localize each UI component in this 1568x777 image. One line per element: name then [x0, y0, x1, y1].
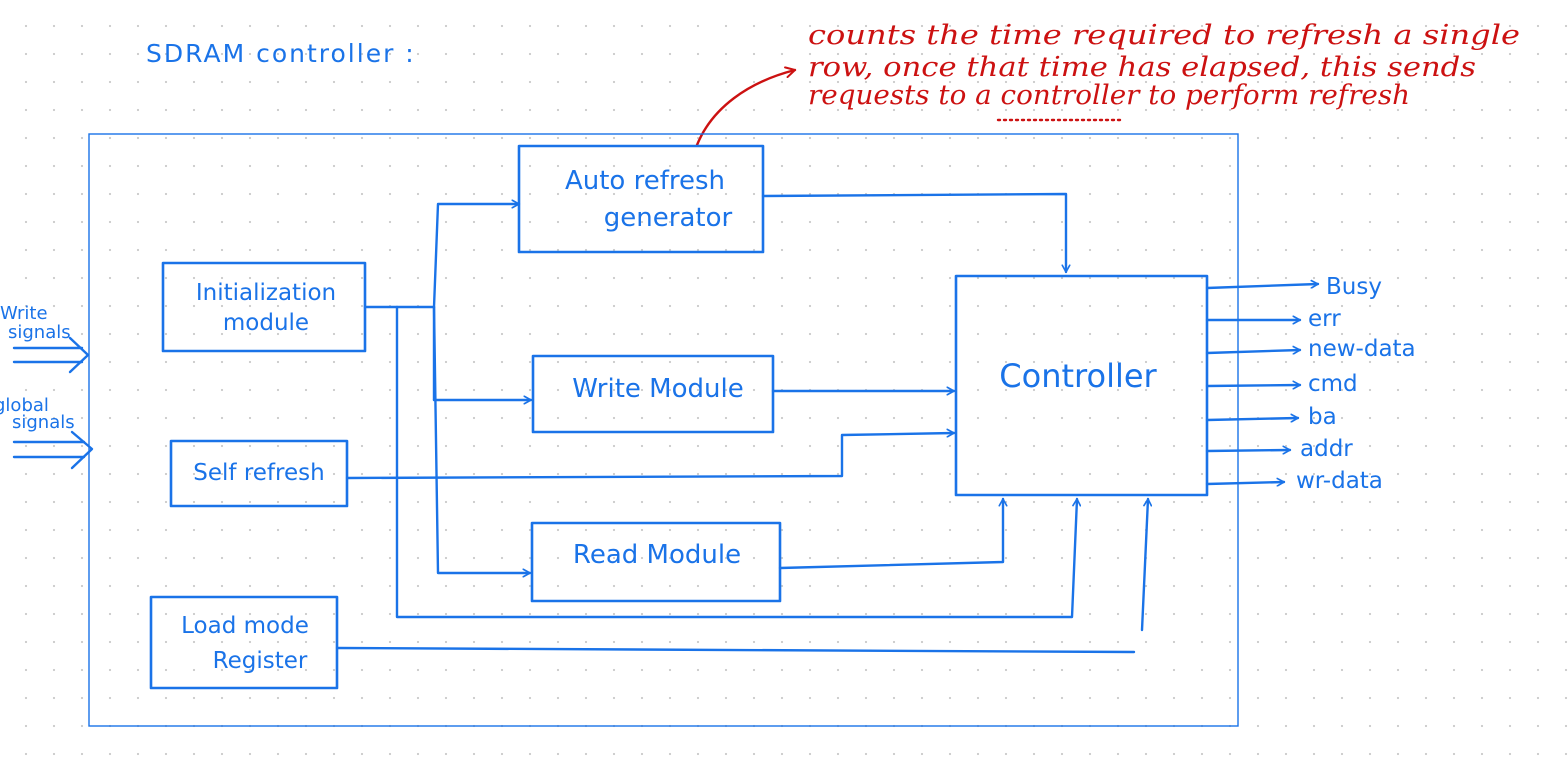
- global-signals-label-2: signals: [12, 412, 75, 433]
- global-signals-arrow: [12, 430, 94, 470]
- self-refresh-block: Self refresh: [169, 439, 349, 508]
- output-label-addr: addr: [1300, 436, 1353, 462]
- load-mode-wire: [335, 646, 1136, 654]
- read-module-label: Read Module: [573, 540, 741, 570]
- read-module-block: Read Module: [530, 521, 782, 603]
- controller-block: Controller: [954, 274, 1209, 497]
- output-label-err: err: [1308, 306, 1341, 332]
- write-signals-label-1: Write: [0, 303, 48, 324]
- output-busy-wire: [1205, 284, 1320, 290]
- annotation-note: counts the time required to refresh a si…: [695, 20, 1520, 147]
- bus-to-read-wire: [432, 305, 532, 573]
- self-refresh-label: Self refresh: [193, 460, 324, 486]
- auto-refresh-to-controller-wire: [761, 192, 1066, 274]
- output-label-busy: Busy: [1326, 274, 1382, 300]
- output-new-data-wire: [1205, 350, 1302, 353]
- auto-refresh-label-2: generator: [604, 203, 733, 233]
- annotation-arrow: [695, 66, 797, 147]
- load-mode-label-2: Register: [213, 648, 308, 674]
- write-module-block: Write Module: [531, 354, 775, 434]
- initialization-module-label-1: Initialization: [196, 280, 336, 306]
- load-mode-label-1: Load mode: [181, 613, 309, 639]
- annotation-line-3: requests to a controller to perform refr…: [808, 80, 1410, 111]
- output-label-ba: ba: [1308, 404, 1337, 430]
- read-to-controller-wire: [778, 497, 1003, 570]
- bus-to-auto-refresh-wire: [432, 204, 521, 309]
- load-mode-register-block: Load mode Register: [149, 595, 339, 690]
- global-signals-label-1: global: [0, 395, 49, 416]
- annotation-line-2: row, once that time has elapsed, this se…: [808, 52, 1476, 83]
- write-signals-label-2: signals: [8, 322, 71, 343]
- initialization-module-label-2: module: [223, 310, 309, 336]
- output-label-cmd: cmd: [1308, 371, 1358, 397]
- write-module-label: Write Module: [572, 374, 743, 404]
- sdram-controller-frame: [88, 133, 1239, 727]
- auto-refresh-generator-block: Auto refresh generator: [517, 144, 765, 254]
- output-ba-wire: [1205, 418, 1300, 420]
- diagram-title: SDRAM controller :: [146, 39, 416, 68]
- write-signals-arrow: [12, 336, 90, 374]
- annotation-line-1: counts the time required to refresh a si…: [808, 20, 1520, 51]
- output-wr-data-wire: [1205, 482, 1286, 484]
- output-cmd-wire: [1205, 385, 1302, 386]
- self-refresh-to-controller-wire: [345, 433, 956, 480]
- initialization-module-block: Initialization module: [161, 261, 367, 353]
- output-label-wr-data: wr-data: [1296, 468, 1383, 494]
- wiring: [335, 192, 1320, 654]
- controller-label: Controller: [999, 357, 1157, 395]
- auto-refresh-label-1: Auto refresh: [565, 166, 725, 196]
- output-label-new-data: new-data: [1308, 336, 1416, 362]
- output-addr-wire: [1205, 450, 1292, 451]
- load-mode-to-controller-wire: [1140, 497, 1148, 632]
- init-to-controller-wire: [395, 305, 1077, 619]
